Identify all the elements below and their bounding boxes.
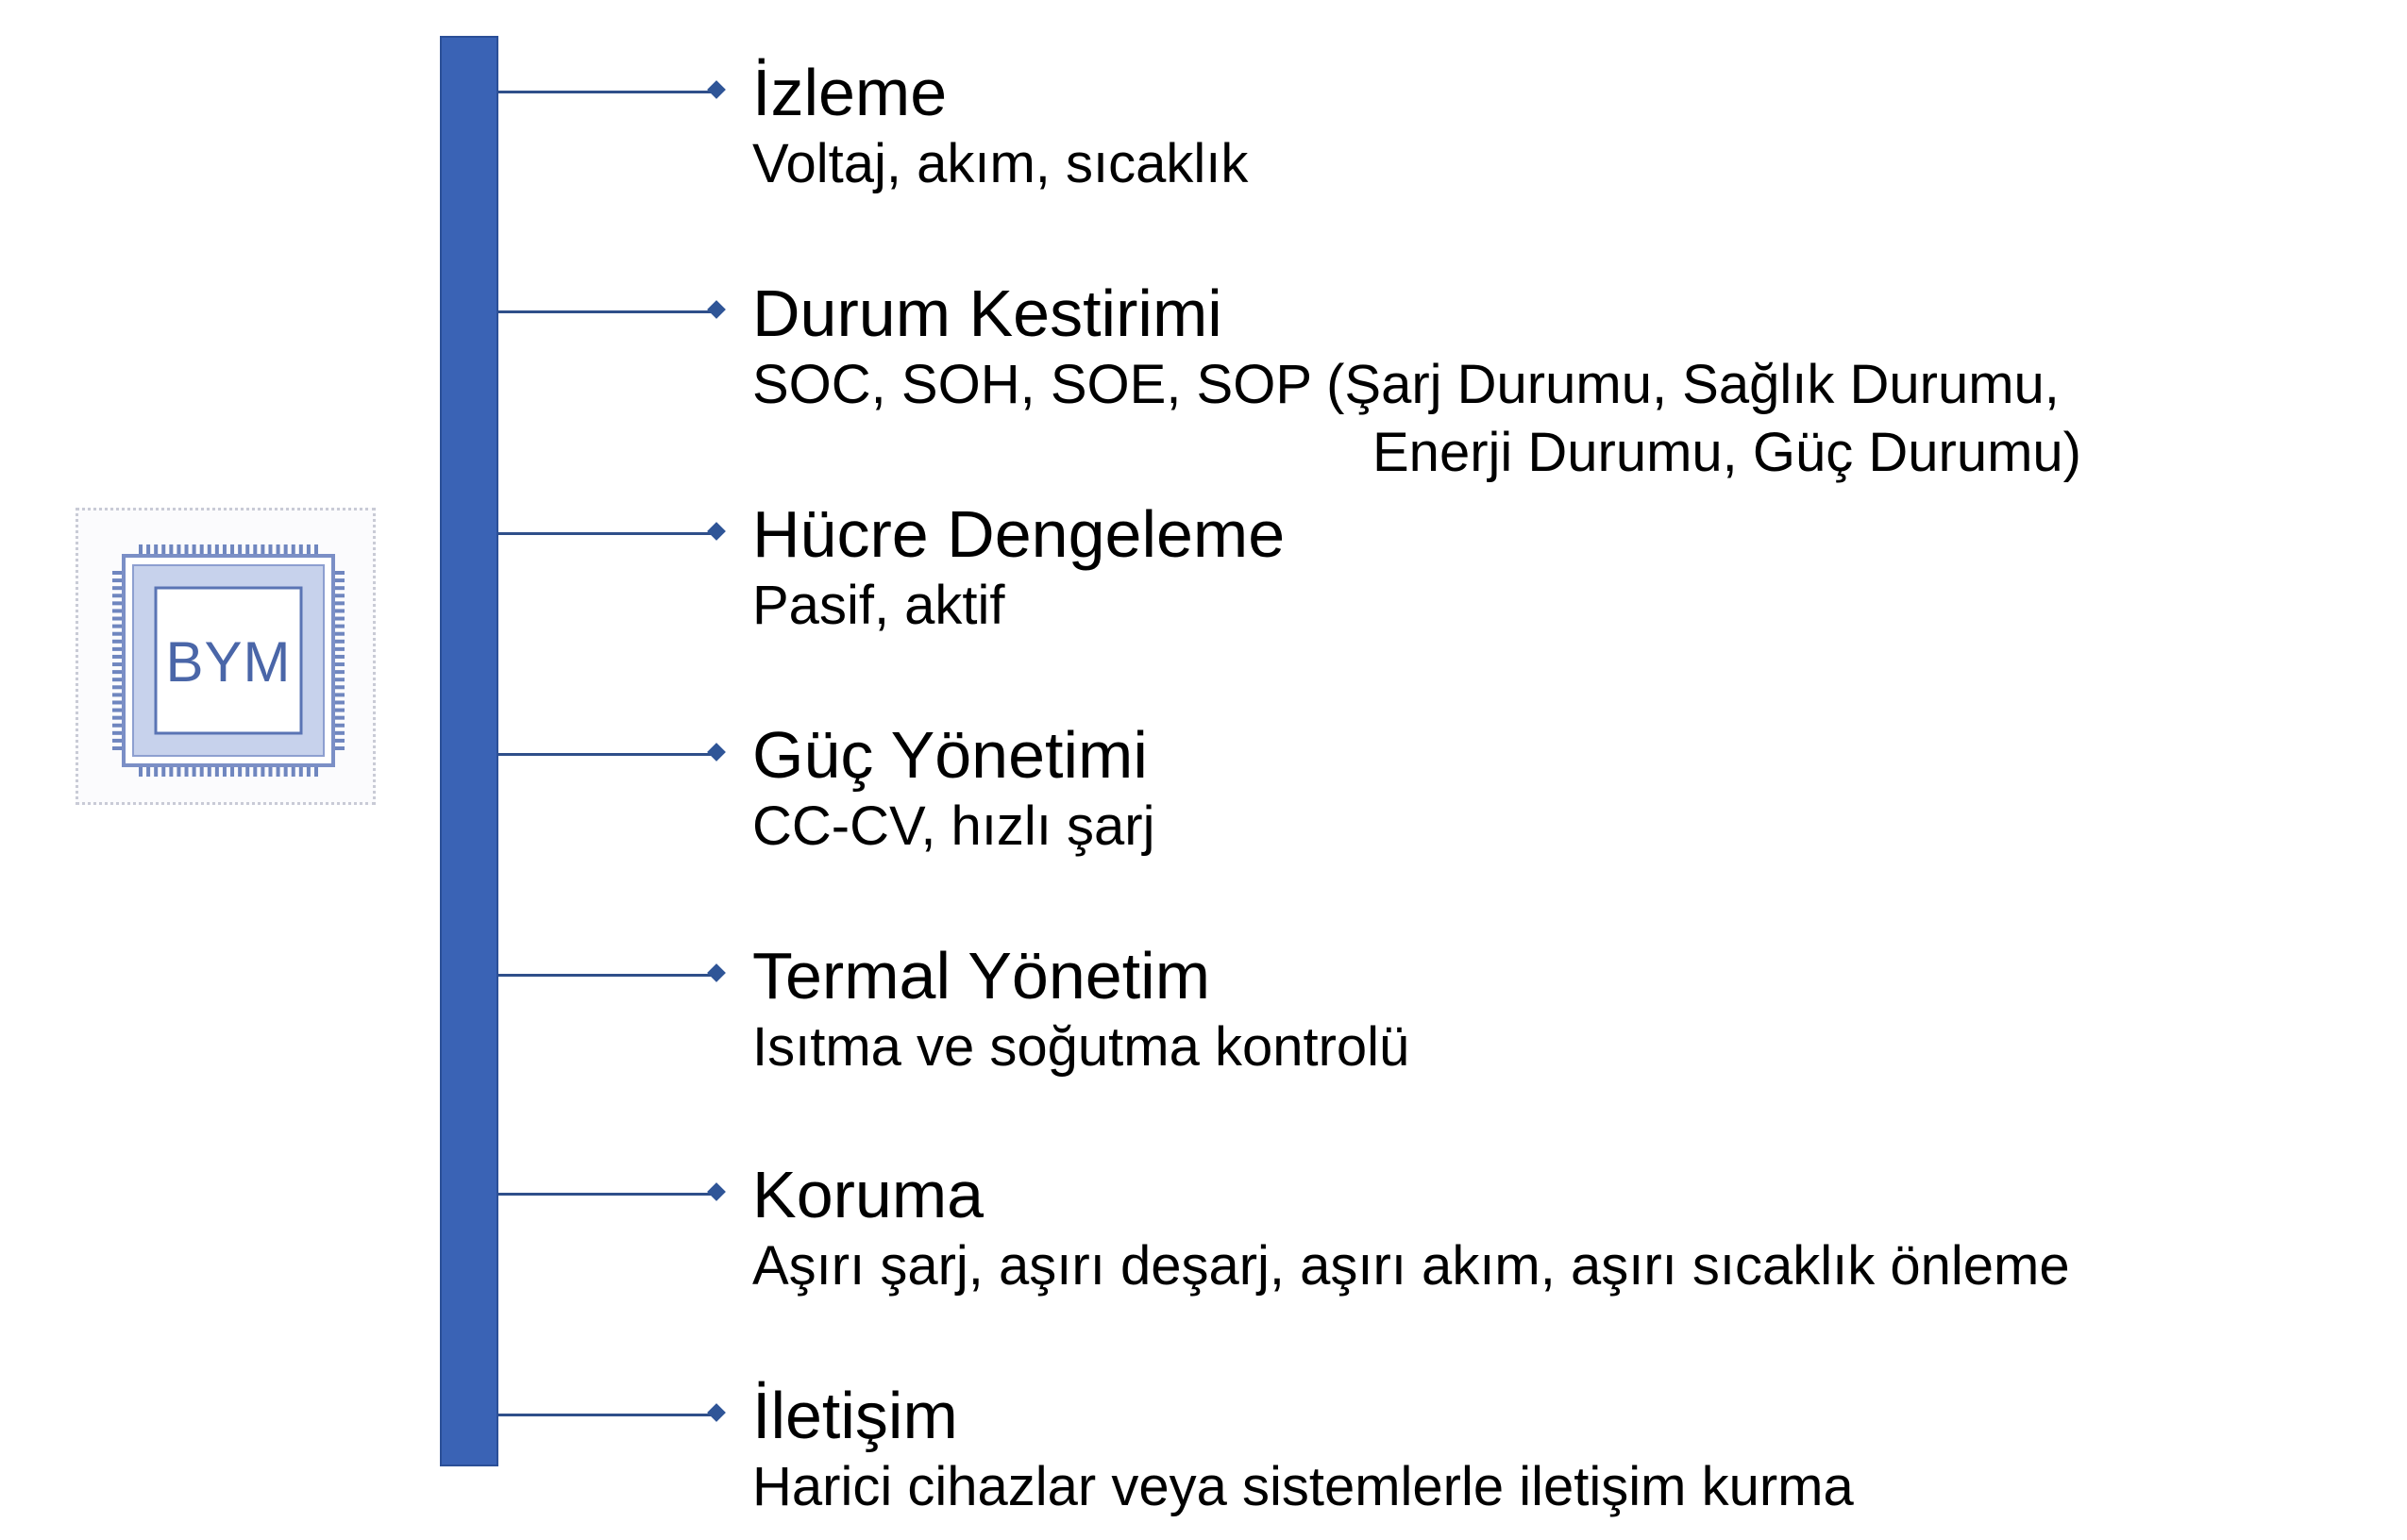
microchip-icon — [112, 544, 345, 777]
connector-izleme — [498, 91, 715, 93]
item-termal-yonetim: Termal Yönetim Isıtma ve soğutma kontrol… — [752, 938, 1409, 1081]
vertical-spine — [440, 36, 498, 1466]
item-description: SOC, SOH, SOE, SOP (Şarj Durumu, Sağlık … — [752, 354, 2060, 415]
item-title: İzleme — [752, 56, 948, 129]
bym-chip-card: BYM — [76, 508, 376, 805]
item-title: Güç Yönetimi — [752, 718, 1148, 792]
item-iletisim: İletişim Harici cihazlar veya sistemlerl… — [752, 1378, 1854, 1521]
connector-hucre-dengeleme — [498, 532, 715, 535]
item-title: Hücre Dengeleme — [752, 497, 1286, 571]
item-title: İletişim — [752, 1379, 958, 1452]
connector-guc-yonetimi — [498, 753, 715, 756]
item-description-continuation: Enerji Durumu, Güç Durumu) — [1372, 422, 2081, 483]
item-description: Voltaj, akım, sıcaklık — [752, 133, 1249, 194]
item-guc-yonetimi: Güç Yönetimi CC-CV, hızlı şarj — [752, 717, 1155, 861]
connector-koruma — [498, 1193, 715, 1196]
chip-label: BYM — [165, 630, 292, 694]
item-izleme: İzleme Voltaj, akım, sıcaklık — [752, 55, 1248, 198]
connector-durum-kestirimi — [498, 310, 715, 313]
item-description: Aşırı şarj, aşırı deşarj, aşırı akım, aş… — [752, 1235, 2070, 1297]
item-durum-kestirimi: Durum Kestirimi SOC, SOH, SOE, SOP (Şarj… — [752, 276, 2081, 487]
item-title: Termal Yönetim — [752, 939, 1211, 1013]
item-description: Isıtma ve soğutma kontrolü — [752, 1016, 1410, 1078]
item-description: Harici cihazlar veya sistemlerle iletişi… — [752, 1456, 1854, 1517]
item-title: Durum Kestirimi — [752, 276, 1222, 350]
item-hucre-dengeleme: Hücre Dengeleme Pasif, aktif — [752, 496, 1285, 640]
item-description: Pasif, aktif — [752, 575, 1005, 636]
item-title: Koruma — [752, 1158, 985, 1231]
connector-termal-yonetim — [498, 974, 715, 977]
item-koruma: Koruma Aşırı şarj, aşırı deşarj, aşırı a… — [752, 1157, 2070, 1300]
item-description: CC-CV, hızlı şarj — [752, 795, 1155, 857]
connector-iletisim — [498, 1414, 715, 1416]
